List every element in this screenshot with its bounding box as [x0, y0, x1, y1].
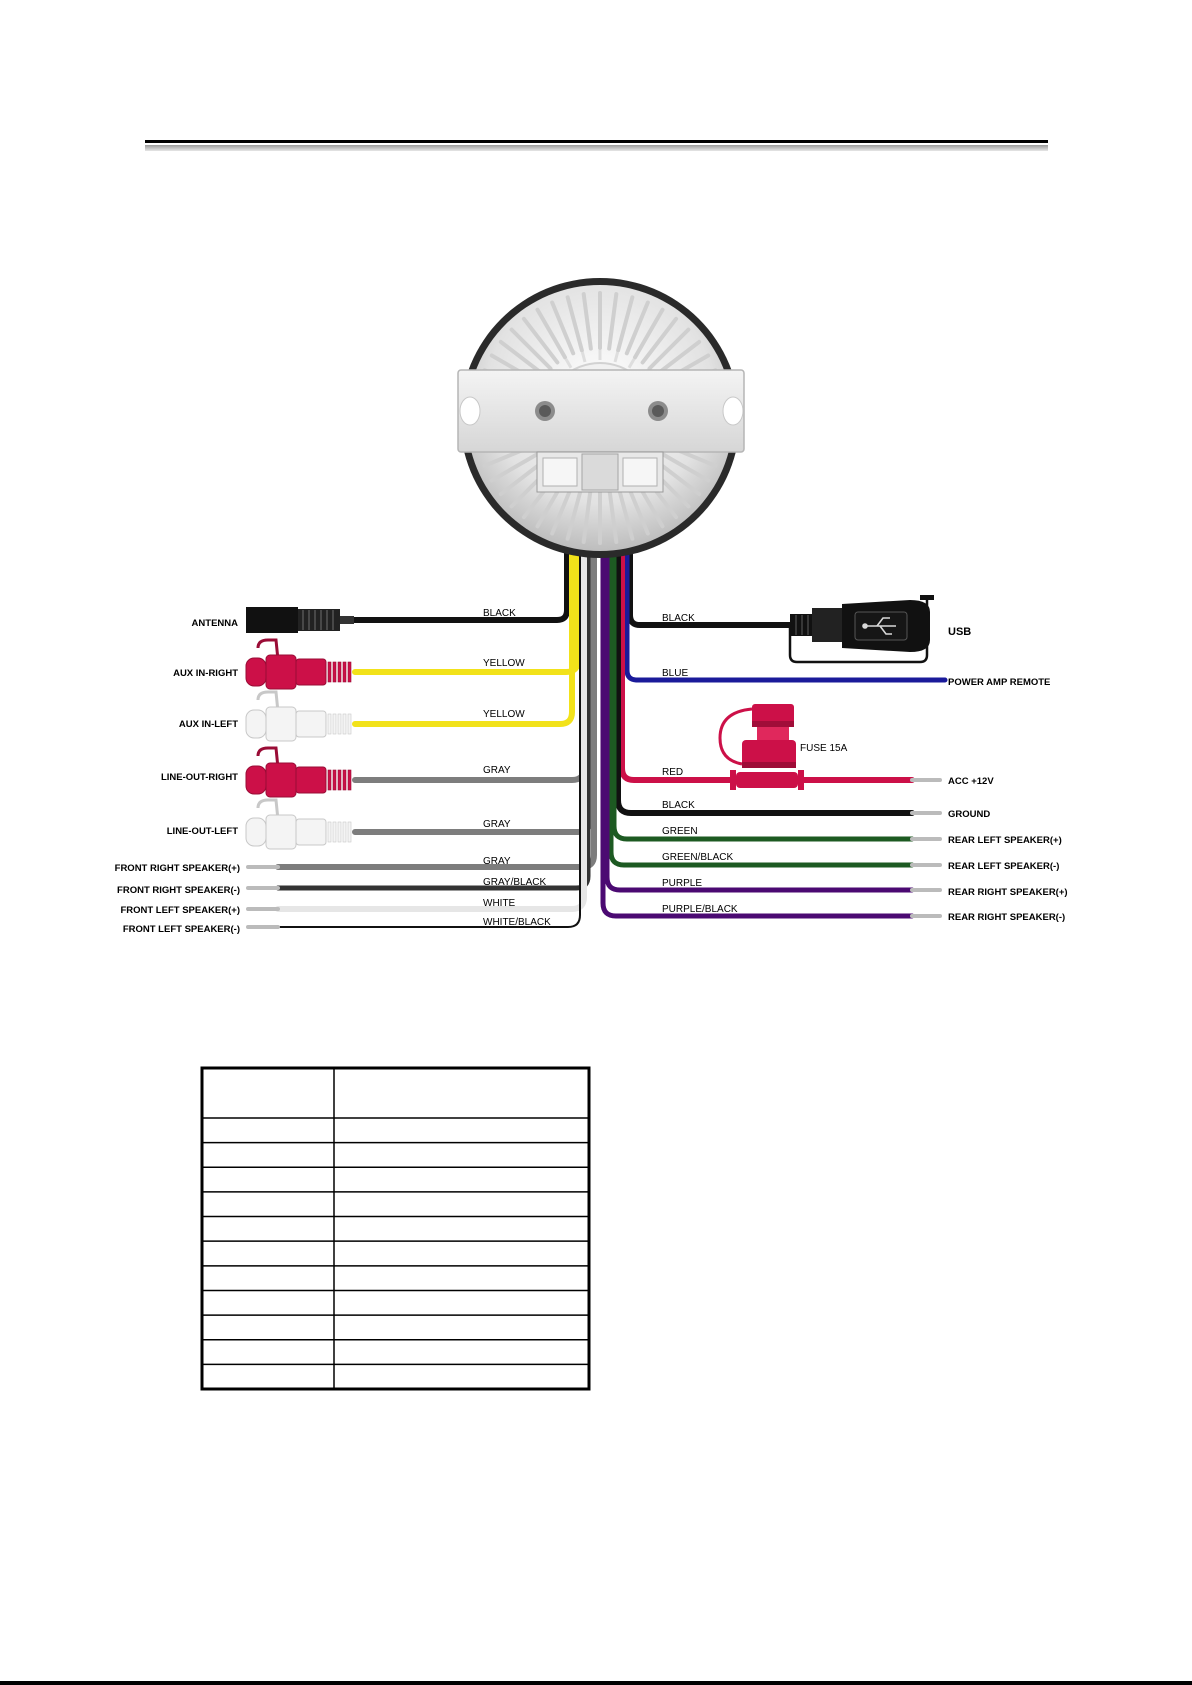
wire-label-front-right-pos: GRAY	[483, 856, 511, 867]
antenna-plug	[246, 607, 354, 633]
fuse-holder	[718, 704, 804, 790]
usb-connector	[788, 595, 934, 664]
wire-acc	[619, 487, 915, 783]
bracket-screw-left	[535, 401, 555, 421]
page-bottom-border	[0, 1681, 1192, 1685]
label-rear-left-neg: REAR LEFT SPEAKER(-)	[948, 861, 1059, 872]
wire-label-aux-in-left: YELLOW	[483, 709, 525, 720]
wire-label-line-out-right: GRAY	[483, 765, 511, 776]
rca-aux-in-left	[245, 690, 352, 742]
label-front-left-neg: FRONT LEFT SPEAKER(-)	[123, 924, 240, 935]
label-front-right-pos: FRONT RIGHT SPEAKER(+)	[115, 863, 240, 874]
wire-rear-right-neg	[600, 487, 915, 919]
wire-front-left-neg	[277, 489, 581, 928]
left-connectors	[245, 607, 354, 850]
radio-unit	[457, 278, 745, 558]
wire-rear-right-pos	[604, 487, 915, 893]
rca-line-out-right	[245, 746, 352, 798]
rca-line-out-left	[245, 798, 352, 850]
label-front-left-pos: FRONT LEFT SPEAKER(+)	[120, 905, 240, 916]
wire-label-front-left-neg: WHITE/BLACK	[483, 917, 551, 928]
wire-label-rear-left-neg: GREEN/BLACK	[662, 852, 733, 863]
wire-power-amp-remote	[624, 487, 948, 683]
wire-front-left-pos	[275, 487, 587, 912]
wire-label-aux-in-right: YELLOW	[483, 658, 525, 669]
wire-label-front-left-pos: WHITE	[483, 898, 516, 909]
usb-icon	[862, 617, 896, 635]
label-line-out-left: LINE-OUT-LEFT	[167, 826, 238, 837]
rca-aux-in-right	[245, 638, 352, 690]
wire-antenna	[342, 487, 570, 623]
wire-label-antenna: BLACK	[483, 608, 516, 619]
wire-aux-in-left	[352, 487, 575, 727]
wire-label-power-amp-remote: BLUE	[662, 668, 688, 679]
bracket-screw-right	[648, 401, 668, 421]
label-line-out-right: LINE-OUT-RIGHT	[161, 772, 238, 783]
label-acc: ACC +12V	[948, 776, 994, 787]
wire-label-rear-right-pos: PURPLE	[662, 878, 702, 889]
wire-label-line-out-left: GRAY	[483, 819, 511, 830]
label-rear-left-pos: REAR LEFT SPEAKER(+)	[948, 835, 1062, 846]
wire-ground	[615, 487, 915, 816]
label-aux-in-left: AUX IN-LEFT	[179, 719, 238, 730]
label-rear-right-neg: REAR RIGHT SPEAKER(-)	[948, 912, 1065, 923]
wire-rear-left-pos	[611, 487, 915, 842]
wire-usb	[627, 487, 793, 628]
label-rear-right-pos: REAR RIGHT SPEAKER(+)	[948, 887, 1068, 898]
mounting-bracket	[457, 369, 745, 453]
wire-label-front-right-neg: GRAY/BLACK	[483, 877, 546, 888]
wire-rear-left-neg	[608, 487, 915, 868]
label-front-right-neg: FRONT RIGHT SPEAKER(-)	[117, 885, 240, 896]
header-rule	[145, 140, 1048, 151]
wire-label-usb: BLACK	[662, 613, 695, 624]
wire-label-ground: BLACK	[662, 800, 695, 811]
wire-harness	[246, 487, 948, 929]
label-usb: USB	[948, 626, 971, 638]
pin-table	[200, 1066, 591, 1391]
label-aux-in-right: AUX IN-RIGHT	[173, 668, 238, 679]
wire-label-rear-left-pos: GREEN	[662, 826, 698, 837]
label-ground: GROUND	[948, 809, 990, 820]
wire-label-acc: RED	[662, 767, 683, 778]
label-antenna: ANTENNA	[192, 618, 239, 629]
fuse-label: FUSE 15A	[800, 743, 848, 754]
label-power-amp-remote: POWER AMP REMOTE	[948, 677, 1050, 688]
wire-label-rear-right-neg: PURPLE/BLACK	[662, 904, 738, 915]
